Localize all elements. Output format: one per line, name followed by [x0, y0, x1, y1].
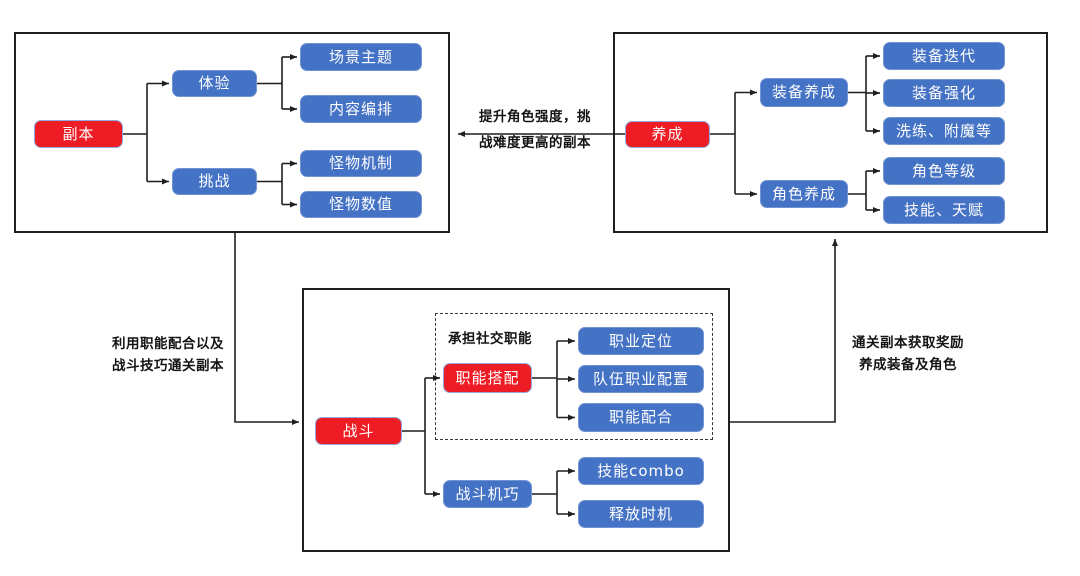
node-experience: 体验 — [172, 70, 257, 97]
edge-label-line1: 提升角色强度，挑 — [479, 109, 591, 125]
node-class-positioning: 职业定位 — [578, 327, 704, 355]
node-cast-timing: 释放时机 — [578, 500, 704, 528]
node-challenge: 挑战 — [172, 168, 257, 195]
node-reforge-enchant: 洗练、附魔等 — [883, 117, 1005, 145]
edge-label-dungeon-to-combat: 利用职能配合以及 战斗技巧通关副本 — [103, 337, 233, 374]
node-monster-stats: 怪物数值 — [300, 191, 422, 218]
node-role-composition: 职能搭配 — [443, 363, 532, 393]
node-role-cooperation: 职能配合 — [578, 403, 704, 432]
node-team-class-setup: 队伍职业配置 — [578, 365, 704, 393]
edge-label-combat-to-progression: 通关副本获取奖励 养成装备及角色 — [843, 336, 973, 373]
social-function-note: 承担社交职能 — [448, 331, 532, 347]
node-dungeon-root: 副本 — [34, 120, 123, 148]
node-equipment-progression: 装备养成 — [760, 78, 848, 107]
node-scene-theme: 场景主题 — [300, 43, 422, 71]
node-skill-combo: 技能combo — [578, 457, 704, 485]
edge-label-line1: 利用职能配合以及 — [112, 336, 224, 352]
node-equipment-iteration: 装备迭代 — [883, 42, 1005, 70]
node-character-progression: 角色养成 — [760, 180, 848, 208]
edge-label-line2: 养成装备及角色 — [859, 357, 957, 373]
node-monster-mechanics: 怪物机制 — [300, 150, 422, 177]
node-combat-root: 战斗 — [315, 417, 402, 445]
node-progression-root: 养成 — [625, 121, 710, 148]
edge-label-line1: 通关副本获取奖励 — [852, 335, 964, 351]
node-combat-technique: 战斗机巧 — [443, 480, 532, 508]
node-content-arrangement: 内容编排 — [300, 95, 422, 123]
node-equipment-enhance: 装备强化 — [883, 79, 1005, 107]
edge-label-progression-to-dungeon: 提升角色强度，挑 战难度更高的副本 — [452, 110, 618, 151]
node-character-level: 角色等级 — [883, 157, 1005, 185]
edge-label-line2: 战难度更高的副本 — [479, 135, 591, 151]
edge-label-line2: 战斗技巧通关副本 — [112, 358, 224, 374]
node-skill-talent: 技能、天赋 — [883, 196, 1005, 224]
